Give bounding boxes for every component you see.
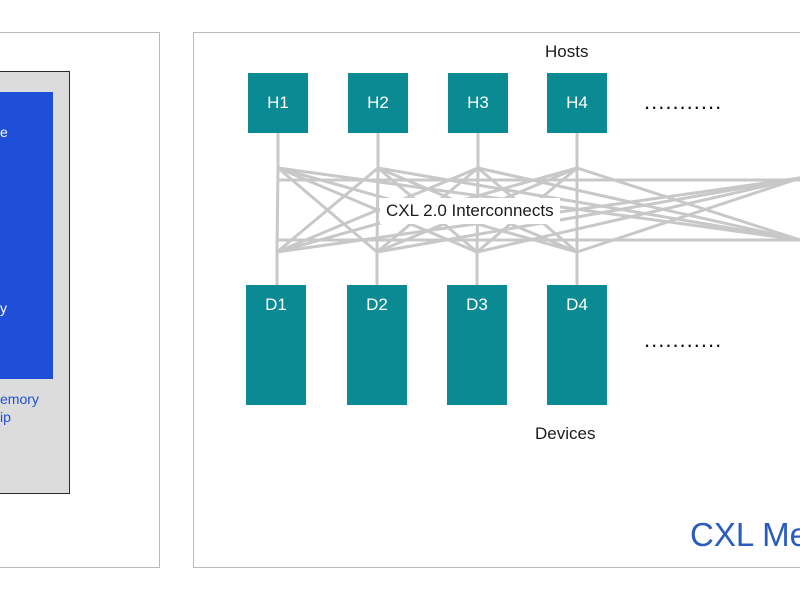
cxl-memory-caption: CXL Me [690,516,800,553]
device-node-d4: D4 [547,285,607,405]
memory-caption-line-1: emory [0,391,39,407]
memory-caption-line-2: ip [0,409,11,425]
memory-block-text-bottom: y [0,300,7,316]
host-node-h4: H4 [547,73,607,133]
host-node-h1: H1 [248,73,308,133]
devices-label: Devices [535,424,596,443]
more-devices-ellipsis: ........... [644,327,723,352]
wire-h3-d1 [276,166,479,254]
wire-h2-d1 [276,166,379,254]
host-node-h2: H2 [348,73,408,133]
hosts-label: Hosts [545,42,589,61]
host-node-h3: H3 [448,73,508,133]
device-node-d2: D2 [347,285,407,405]
device-node-d1: D1 [246,285,306,405]
interconnect-label: CXL 2.0 Interconnects [380,198,560,224]
memory-block [0,92,53,379]
more-hosts-ellipsis: ........... [644,89,723,114]
memory-block-text-top: e [0,124,8,140]
device-node-d3: D3 [447,285,507,405]
wire-h1-d1 [275,167,280,253]
